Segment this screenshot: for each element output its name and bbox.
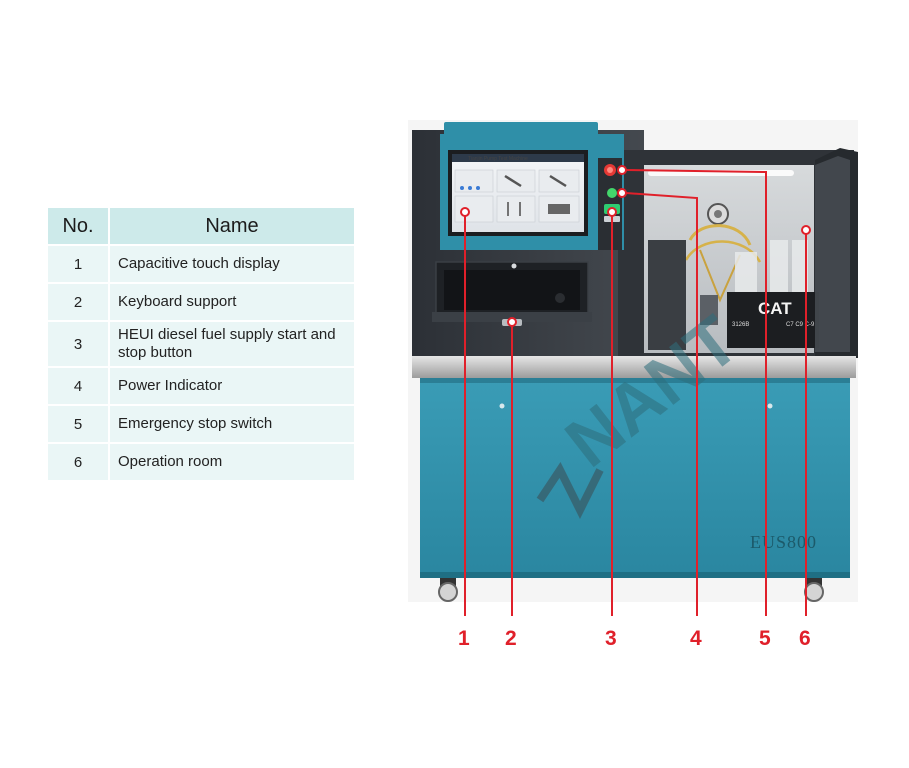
callout-number-2: 2 [505, 627, 517, 650]
row-name: HEUI diesel fuel supply start and stop b… [108, 322, 354, 366]
table-row: 3 HEUI diesel fuel supply start and stop… [48, 322, 354, 366]
table-row: 1 Capacitive touch display [48, 246, 354, 282]
header-name: Name [108, 208, 354, 244]
cat-small-left: 3126B [732, 322, 749, 328]
table-row: 4 Power Indicator [48, 368, 354, 404]
callout-number-3: 3 [605, 627, 617, 650]
row-name: Power Indicator [108, 368, 354, 404]
power-indicator-light [607, 188, 617, 198]
row-name: Emergency stop switch [108, 406, 354, 442]
row-number: 2 [48, 284, 108, 320]
row-number: 3 [48, 322, 108, 366]
callout-number-4: 4 [690, 627, 702, 650]
callout-number-1: 1 [458, 627, 470, 650]
capacitive-touch-display: Tianjin Pump Test Machine [440, 122, 624, 250]
row-number: 4 [48, 368, 108, 404]
casters [438, 578, 824, 602]
legend-table: No. Name 1 Capacitive touch display 2 Ke… [48, 206, 354, 482]
header-no: No. [48, 208, 108, 244]
work-shelf [412, 356, 856, 378]
table-row: 5 Emergency stop switch [48, 406, 354, 442]
callout-number-5: 5 [759, 627, 771, 650]
row-name: Capacitive touch display [108, 246, 354, 282]
callout-number-6: 6 [799, 627, 811, 650]
cat-small-right: C7 C9 C-9 [786, 322, 815, 328]
row-name: Keyboard support [108, 284, 354, 320]
cat-label: CAT [758, 299, 792, 318]
row-number: 1 [48, 246, 108, 282]
callout-dot-1 [460, 207, 470, 217]
legend-header-row: No. Name [48, 208, 354, 244]
callout-dot-5 [617, 165, 627, 175]
svg-text:Tianjin Pump Test Machine: Tianjin Pump Test Machine [468, 156, 528, 162]
table-row: 2 Keyboard support [48, 284, 354, 320]
keyboard-support [432, 261, 592, 326]
callout-dot-6 [801, 225, 811, 235]
callout-dot-2 [507, 317, 517, 327]
table-row: 6 Operation room [48, 444, 354, 480]
row-number: 5 [48, 406, 108, 442]
callout-dot-3 [607, 207, 617, 217]
row-number: 6 [48, 444, 108, 480]
callout-dot-4 [617, 188, 627, 198]
row-name: Operation room [108, 444, 354, 480]
callout-lines [460, 165, 811, 616]
